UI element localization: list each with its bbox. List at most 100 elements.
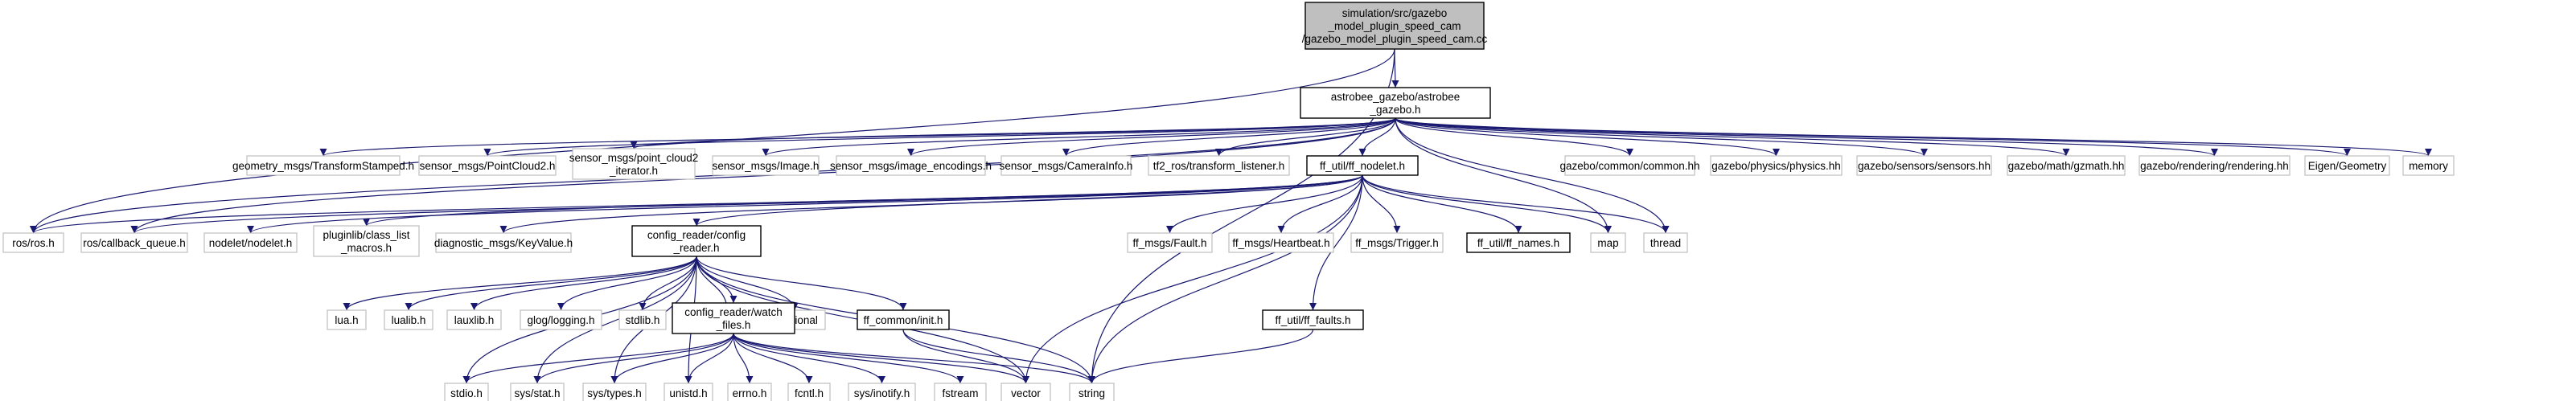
node-box-fcntl — [787, 383, 831, 401]
node-watch[interactable]: config_reader/watch_files.h — [672, 302, 795, 334]
node-box-root — [1304, 2, 1485, 50]
edge-astrobee-to-pointcloud2 — [483, 117, 1396, 157]
node-cbqueue: ros/callback_queue.h — [80, 232, 188, 253]
node-box-cfgreader[interactable] — [631, 225, 762, 257]
node-box-pciter — [572, 148, 696, 180]
node-string: string — [1069, 383, 1115, 401]
node-label-heartbeat-0: ff_msgs/Heartbeat.h — [1232, 237, 1329, 249]
edge-astrobee-to-imgenc — [907, 117, 1396, 157]
node-box-gzphysics — [1710, 155, 1843, 176]
node-label-pciter-1: _iterator.h — [609, 165, 658, 177]
edge-watch-to-unistd — [684, 333, 734, 384]
node-box-lauxlib — [446, 309, 502, 330]
edge-astrobee-to-gzphysics — [1395, 117, 1780, 157]
edge-ffnodelet-to-thread — [1362, 174, 1670, 234]
node-ffnames[interactable]: ff_util/ff_names.h — [1466, 232, 1571, 253]
node-label-fstream-0: fstream — [942, 387, 978, 399]
node-label-nodelet-0: nodelet/nodelet.h — [209, 237, 293, 249]
node-box-memory — [2402, 155, 2455, 176]
edge-fffaults-to-string — [1088, 329, 1314, 384]
node-box-stdio — [444, 383, 489, 401]
node-label-systypes-0: sys/types.h — [587, 387, 642, 399]
edge-watch-to-stdio — [462, 333, 734, 384]
node-systypes: sys/types.h — [582, 383, 647, 401]
node-box-ffnodelet[interactable] — [1306, 155, 1419, 176]
node-inotify: sys/inotify.h — [848, 383, 916, 401]
node-heartbeat: ff_msgs/Heartbeat.h — [1228, 232, 1334, 253]
node-label-thread-0: thread — [1650, 237, 1681, 249]
node-label-lua-0: lua.h — [335, 314, 358, 326]
node-label-imgenc-0: sensor_msgs/image_encodings.h — [830, 160, 992, 172]
edge-astrobee-to-eigen — [1395, 117, 2351, 157]
edge-ffnodelet-to-trigger — [1362, 174, 1401, 234]
node-ffinit[interactable]: ff_common/init.h — [857, 309, 950, 330]
edge-watch-to-string — [733, 333, 1095, 384]
node-label-tf2-0: tf2_ros/transform_listener.h — [1153, 160, 1285, 172]
edge-watch-to-inotify — [733, 333, 885, 384]
node-label-root-0: simulation/src/gazebo — [1342, 7, 1448, 19]
edge-ffinit-to-string — [902, 329, 1095, 384]
node-memory: memory — [2402, 155, 2455, 176]
edge-astrobee-to-gzmath — [1395, 117, 2070, 157]
node-label-gzcommon-0: gazebo/common/common.hh — [1559, 160, 1699, 172]
node-label-pciter-0: sensor_msgs/point_cloud2 — [569, 152, 699, 164]
node-box-errno — [727, 383, 772, 401]
node-label-caminfo-0: sensor_msgs/CameraInfo.h — [1000, 160, 1133, 172]
edge-astrobee-to-gzrender — [1395, 117, 2218, 157]
edge-ffnodelet-to-vector — [1022, 174, 1363, 384]
node-box-astrobee[interactable] — [1300, 87, 1491, 119]
node-label-lualib-0: lualib.h — [392, 314, 426, 326]
node-label-ffinit-0: ff_common/init.h — [864, 314, 943, 326]
node-label-astrobee-1: _gazebo.h — [1369, 104, 1420, 116]
node-box-ffinit[interactable] — [857, 309, 950, 330]
node-fstream: fstream — [934, 383, 987, 401]
edge-ffnodelet-to-string — [1088, 174, 1363, 384]
node-box-eigen — [2304, 155, 2390, 176]
node-label-watch-0: config_reader/watch — [684, 306, 783, 318]
edge-watch-to-vector — [733, 333, 1029, 384]
node-label-stdlib-0: stdlib.h — [626, 314, 660, 326]
node-label-fault-0: ff_msgs/Fault.h — [1132, 237, 1206, 249]
node-label-gzmath-0: gazebo/math/gzmath.hh — [2008, 160, 2125, 172]
node-unistd: unistd.h — [664, 383, 713, 401]
node-label-image-0: sensor_msgs/Image.h — [713, 160, 820, 172]
node-pointcloud2: sensor_msgs/PointCloud2.h — [418, 155, 557, 176]
node-image: sensor_msgs/Image.h — [712, 155, 820, 176]
node-stdio: stdio.h — [444, 383, 489, 401]
node-vector: vector — [1000, 383, 1051, 401]
node-box-ffnames[interactable] — [1466, 232, 1571, 253]
node-box-watch[interactable] — [672, 302, 795, 334]
edge-ffinit-to-vector — [902, 329, 1029, 384]
node-label-ffnames-0: ff_util/ff_names.h — [1477, 237, 1559, 249]
node-box-inotify — [848, 383, 916, 401]
node-fffaults[interactable]: ff_util/ff_faults.h — [1262, 309, 1364, 330]
edge-ffnodelet-to-fffaults — [1309, 174, 1363, 311]
node-box-fffaults[interactable] — [1262, 309, 1364, 330]
node-label-sysstat-0: sys/stat.h — [514, 387, 560, 399]
node-label-astrobee-0: astrobee_gazebo/astrobee — [1331, 91, 1461, 103]
node-box-thread — [1643, 232, 1688, 253]
node-pluginlib: pluginlib/class_list_macros.h — [313, 225, 420, 257]
node-label-vector-0: vector — [1011, 387, 1041, 399]
node-ffnodelet[interactable]: ff_util/ff_nodelet.h — [1306, 155, 1419, 176]
edge-watch-to-sysstat — [533, 333, 734, 384]
edge-watch-to-errno — [733, 333, 754, 384]
edge-astrobee-to-thread — [1395, 117, 1670, 234]
node-label-lauxlib-0: lauxlib.h — [454, 314, 495, 326]
node-label-ffnodelet-0: ff_util/ff_nodelet.h — [1320, 160, 1405, 172]
node-box-cbqueue — [80, 232, 188, 253]
node-gzrender: gazebo/rendering/rendering.hh — [2138, 155, 2290, 176]
node-label-cfgreader-0: config_reader/config — [647, 229, 746, 241]
node-errno: errno.h — [727, 383, 772, 401]
node-label-errno-0: errno.h — [733, 387, 767, 399]
node-imgenc: sensor_msgs/image_encodings.h — [830, 155, 992, 176]
node-box-string — [1069, 383, 1115, 401]
node-label-string-0: string — [1078, 387, 1105, 399]
node-label-pointcloud2-0: sensor_msgs/PointCloud2.h — [420, 160, 556, 172]
node-lua: lua.h — [327, 309, 367, 330]
node-cfgreader[interactable]: config_reader/config_reader.h — [631, 225, 762, 257]
node-astrobee[interactable]: astrobee_gazebo/astrobee_gazebo.h — [1300, 87, 1491, 119]
node-box-heartbeat — [1228, 232, 1334, 253]
node-label-fffaults-0: ff_util/ff_faults.h — [1275, 314, 1350, 326]
edge-ffnodelet-to-rosros — [30, 174, 1363, 234]
